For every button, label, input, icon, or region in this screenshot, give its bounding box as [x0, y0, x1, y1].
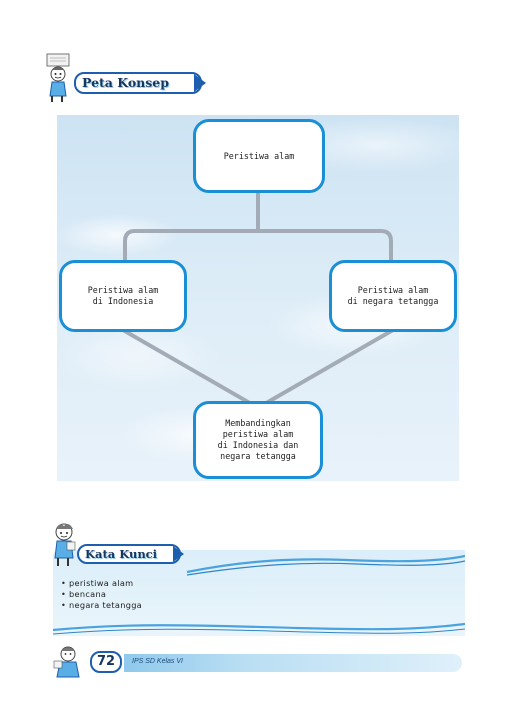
wave-divider-top	[186, 554, 465, 576]
wave-divider-bottom	[52, 622, 465, 635]
peta-konsep-header: Peta Konsep	[44, 52, 206, 104]
footer-bar	[124, 654, 462, 672]
mascot-icon	[54, 523, 76, 566]
mascot-icon	[53, 646, 80, 678]
kata-kunci-section: Kata Kunci •peristiwa alam •bencana •neg…	[47, 522, 465, 640]
banner-arrow-icon	[194, 74, 206, 92]
book-label: IPS SD Kelas VI	[132, 658, 183, 665]
bullet-icon: •	[61, 600, 67, 610]
node-peristiwa-alam: Peristiwa alam	[193, 119, 325, 193]
concept-map: Peristiwa alam Peristiwa alam di Indones…	[57, 115, 459, 481]
page-number: 72	[90, 651, 122, 673]
bullet-icon: •	[61, 589, 67, 599]
concept-map-connectors	[122, 192, 394, 408]
kata-kunci-title: Kata Kunci	[85, 547, 158, 561]
node-peristiwa-negara-tetangga: Peristiwa alam di negara tetangga	[329, 260, 457, 332]
list-item: •bencana	[61, 589, 107, 599]
node-peristiwa-indonesia: Peristiwa alam di Indonesia	[59, 260, 187, 332]
list-item: •peristiwa alam	[61, 578, 134, 588]
kata-kunci-list: •peristiwa alam •bencana •negara tetangg…	[61, 578, 142, 611]
kata-kunci-banner: Kata Kunci	[77, 544, 181, 564]
list-item: •negara tetangga	[61, 600, 143, 610]
mascot-icon	[46, 53, 70, 102]
peta-konsep-banner: Peta Konsep	[74, 72, 202, 94]
peta-konsep-title: Peta Konsep	[82, 75, 169, 90]
page-footer: 72 IPS SD Kelas VI	[52, 645, 462, 681]
node-membandingkan: Membandingkan peristiwa alam di Indonesi…	[193, 401, 323, 479]
kata-kunci-panel	[53, 550, 465, 636]
bullet-icon: •	[61, 578, 67, 588]
banner-arrow-icon	[173, 546, 184, 562]
